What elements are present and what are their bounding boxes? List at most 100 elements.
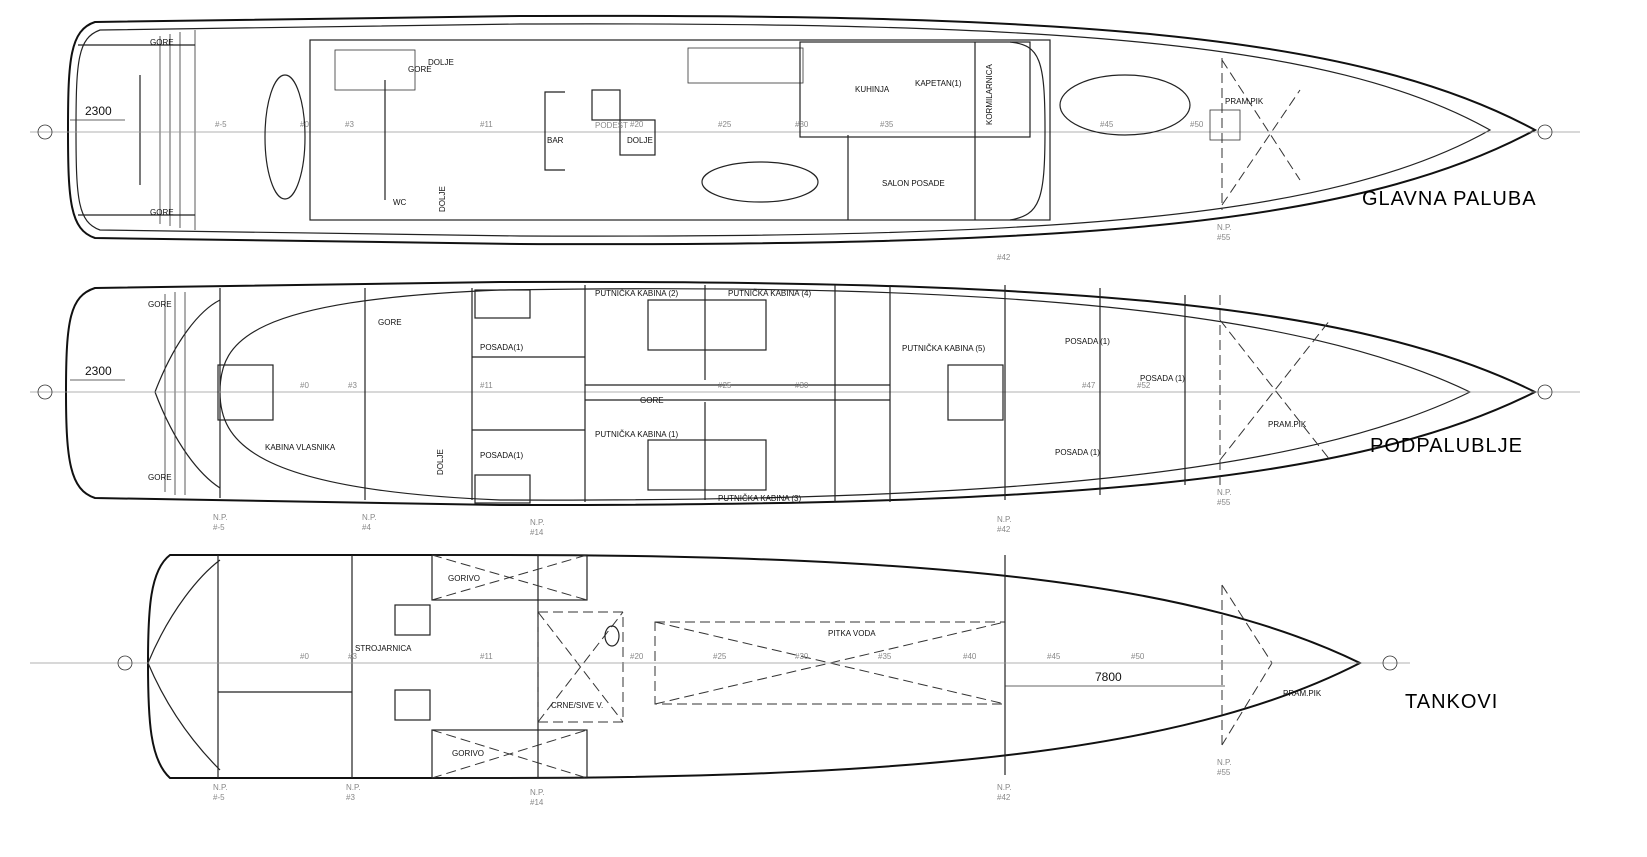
frame-label: #42 bbox=[997, 253, 1011, 262]
label-gore: GORE bbox=[640, 396, 664, 405]
deck-title-glavna-paluba: GLAVNA PALUBA bbox=[1362, 188, 1537, 210]
label-dolje: DOLJE bbox=[428, 58, 454, 67]
frame-label: #42 bbox=[997, 525, 1011, 534]
frame-label: N.P. bbox=[1217, 223, 1232, 232]
label-kormilarnica: KORMILARNICA bbox=[985, 63, 994, 125]
lower-deck: 2300 GORE GORE GORE GORE DOLJE KABINA VL… bbox=[30, 280, 1580, 537]
frame-label: #30 bbox=[795, 120, 809, 129]
label-putnicka-kabina: PUTNIČKA KABINA (4) bbox=[728, 289, 811, 298]
label-putnicka-kabina: PUTNIČKA KABINA (3) bbox=[718, 494, 801, 503]
label-crne-sive-vode: CRNE/SIVE V. bbox=[551, 701, 603, 710]
tanks-deck: 7800 GORIVO GORIVO STROJARNICA CRNE/SIVE… bbox=[30, 554, 1497, 807]
tender-boat bbox=[1059, 74, 1191, 136]
label-putnicka-kabina: PUTNIČKA KABINA (1) bbox=[595, 430, 678, 439]
tank-gorivo bbox=[431, 554, 588, 601]
frame-label: #45 bbox=[1047, 652, 1061, 661]
label-gorivo: GORIVO bbox=[448, 574, 480, 583]
frame-label: #20 bbox=[630, 652, 644, 661]
frame-label: N.P. bbox=[1217, 758, 1232, 767]
frame-label: N.P. bbox=[1217, 488, 1232, 497]
deck-title-podpalublje: PODPALUBLJE bbox=[1370, 435, 1523, 457]
frame-label: #-5 bbox=[215, 120, 227, 129]
frame-label: N.P. bbox=[997, 515, 1012, 524]
lower-deck-hull bbox=[64, 280, 1538, 507]
label-posada: POSADA (1) bbox=[1140, 374, 1185, 383]
frame-label: N.P. bbox=[362, 513, 377, 522]
crew-table bbox=[701, 161, 819, 203]
label-dolje: DOLJE bbox=[627, 136, 653, 145]
frame-label: #55 bbox=[1217, 768, 1231, 777]
frame-label: N.P. bbox=[997, 783, 1012, 792]
label-gore: GORE bbox=[378, 318, 402, 327]
centerline-icon bbox=[1537, 124, 1553, 140]
label-gore: GORE bbox=[408, 65, 432, 74]
label-dolje: DOLJE bbox=[438, 186, 447, 212]
frame-label: #55 bbox=[1217, 498, 1231, 507]
dimension-label: 2300 bbox=[85, 364, 112, 378]
frame-label: #42 bbox=[997, 793, 1011, 802]
frame-label: #50 bbox=[1131, 652, 1145, 661]
label-gore: GORE bbox=[148, 300, 172, 309]
frame-label: #4 bbox=[362, 523, 371, 532]
frame-label: #14 bbox=[530, 528, 544, 537]
frame-label: #25 bbox=[713, 652, 727, 661]
frame-label: #3 bbox=[346, 793, 355, 802]
main-deck: 2300 GORE GORE GORE DOLJE DOLJE DOLJE WC… bbox=[30, 14, 1580, 262]
centerline-icon bbox=[37, 124, 53, 140]
label-posada: POSADA (1) bbox=[1055, 448, 1100, 457]
label-pitka-voda: PITKA VODA bbox=[828, 629, 876, 638]
label-kabina-vlasnika: KABINA VLASNIKA bbox=[265, 443, 336, 452]
dining-table bbox=[264, 74, 306, 200]
tank-gorivo bbox=[431, 729, 588, 779]
frame-label: #47 bbox=[1082, 381, 1096, 390]
frame-label: #3 bbox=[348, 652, 357, 661]
label-salon-posade: SALON POSADE bbox=[882, 179, 945, 188]
frame-label: #35 bbox=[880, 120, 894, 129]
main-deck-hull bbox=[66, 14, 1538, 246]
engine bbox=[394, 689, 431, 721]
label-gore: GORE bbox=[150, 38, 174, 47]
frame-label: N.P. bbox=[346, 783, 361, 792]
frame-label: #30 bbox=[795, 652, 809, 661]
label-prampik: PRAM.PIK bbox=[1283, 689, 1322, 698]
frame-label: #-5 bbox=[213, 523, 225, 532]
label-kuhinja: KUHINJA bbox=[855, 85, 890, 94]
label-posada: POSADA(1) bbox=[480, 451, 523, 460]
frame-label: #11 bbox=[480, 381, 493, 390]
frame-label: #0 bbox=[300, 652, 309, 661]
frame-label: #-5 bbox=[213, 793, 225, 802]
frame-label: #25 bbox=[718, 381, 732, 390]
frame-label: #52 bbox=[1137, 381, 1151, 390]
label-dolje: DOLJE bbox=[436, 449, 445, 475]
frame-label: #45 bbox=[1100, 120, 1114, 129]
centerline-icon bbox=[37, 384, 53, 400]
label-gorivo: GORIVO bbox=[452, 749, 484, 758]
frame-label: #11 bbox=[480, 120, 493, 129]
label-prampik: PRAM.PIK bbox=[1268, 420, 1307, 429]
frame-label: #3 bbox=[348, 381, 357, 390]
label-wc: WC bbox=[393, 198, 407, 207]
frame-label: N.P. bbox=[530, 518, 545, 527]
frame-label: #35 bbox=[878, 652, 892, 661]
label-posada: POSADA(1) bbox=[480, 343, 523, 352]
frame-label: #11 bbox=[480, 652, 493, 661]
centerline-icon bbox=[1382, 655, 1398, 671]
dimension-label: 7800 bbox=[1095, 670, 1122, 684]
frame-label: #14 bbox=[530, 798, 544, 807]
dimension-label: 2300 bbox=[85, 104, 112, 118]
label-putnicka-kabina: PUTNIČKA KABINA (5) bbox=[902, 344, 985, 353]
frame-label: #40 bbox=[963, 652, 977, 661]
label-posada: POSADA (1) bbox=[1065, 337, 1110, 346]
frame-label: #30 bbox=[795, 381, 809, 390]
frame-label: #50 bbox=[1190, 120, 1204, 129]
frame-label: #55 bbox=[1217, 233, 1231, 242]
centerline-icon bbox=[117, 655, 133, 671]
label-strojarnica: STROJARNICA bbox=[355, 644, 412, 653]
label-putnicka-kabina: PUTNIČKA KABINA (2) bbox=[595, 289, 678, 298]
label-gore: GORE bbox=[150, 208, 174, 217]
label-bar: BAR bbox=[547, 136, 564, 145]
label-gore: GORE bbox=[148, 473, 172, 482]
frame-label: #25 bbox=[718, 120, 732, 129]
label-podest: PODEST bbox=[595, 121, 628, 130]
